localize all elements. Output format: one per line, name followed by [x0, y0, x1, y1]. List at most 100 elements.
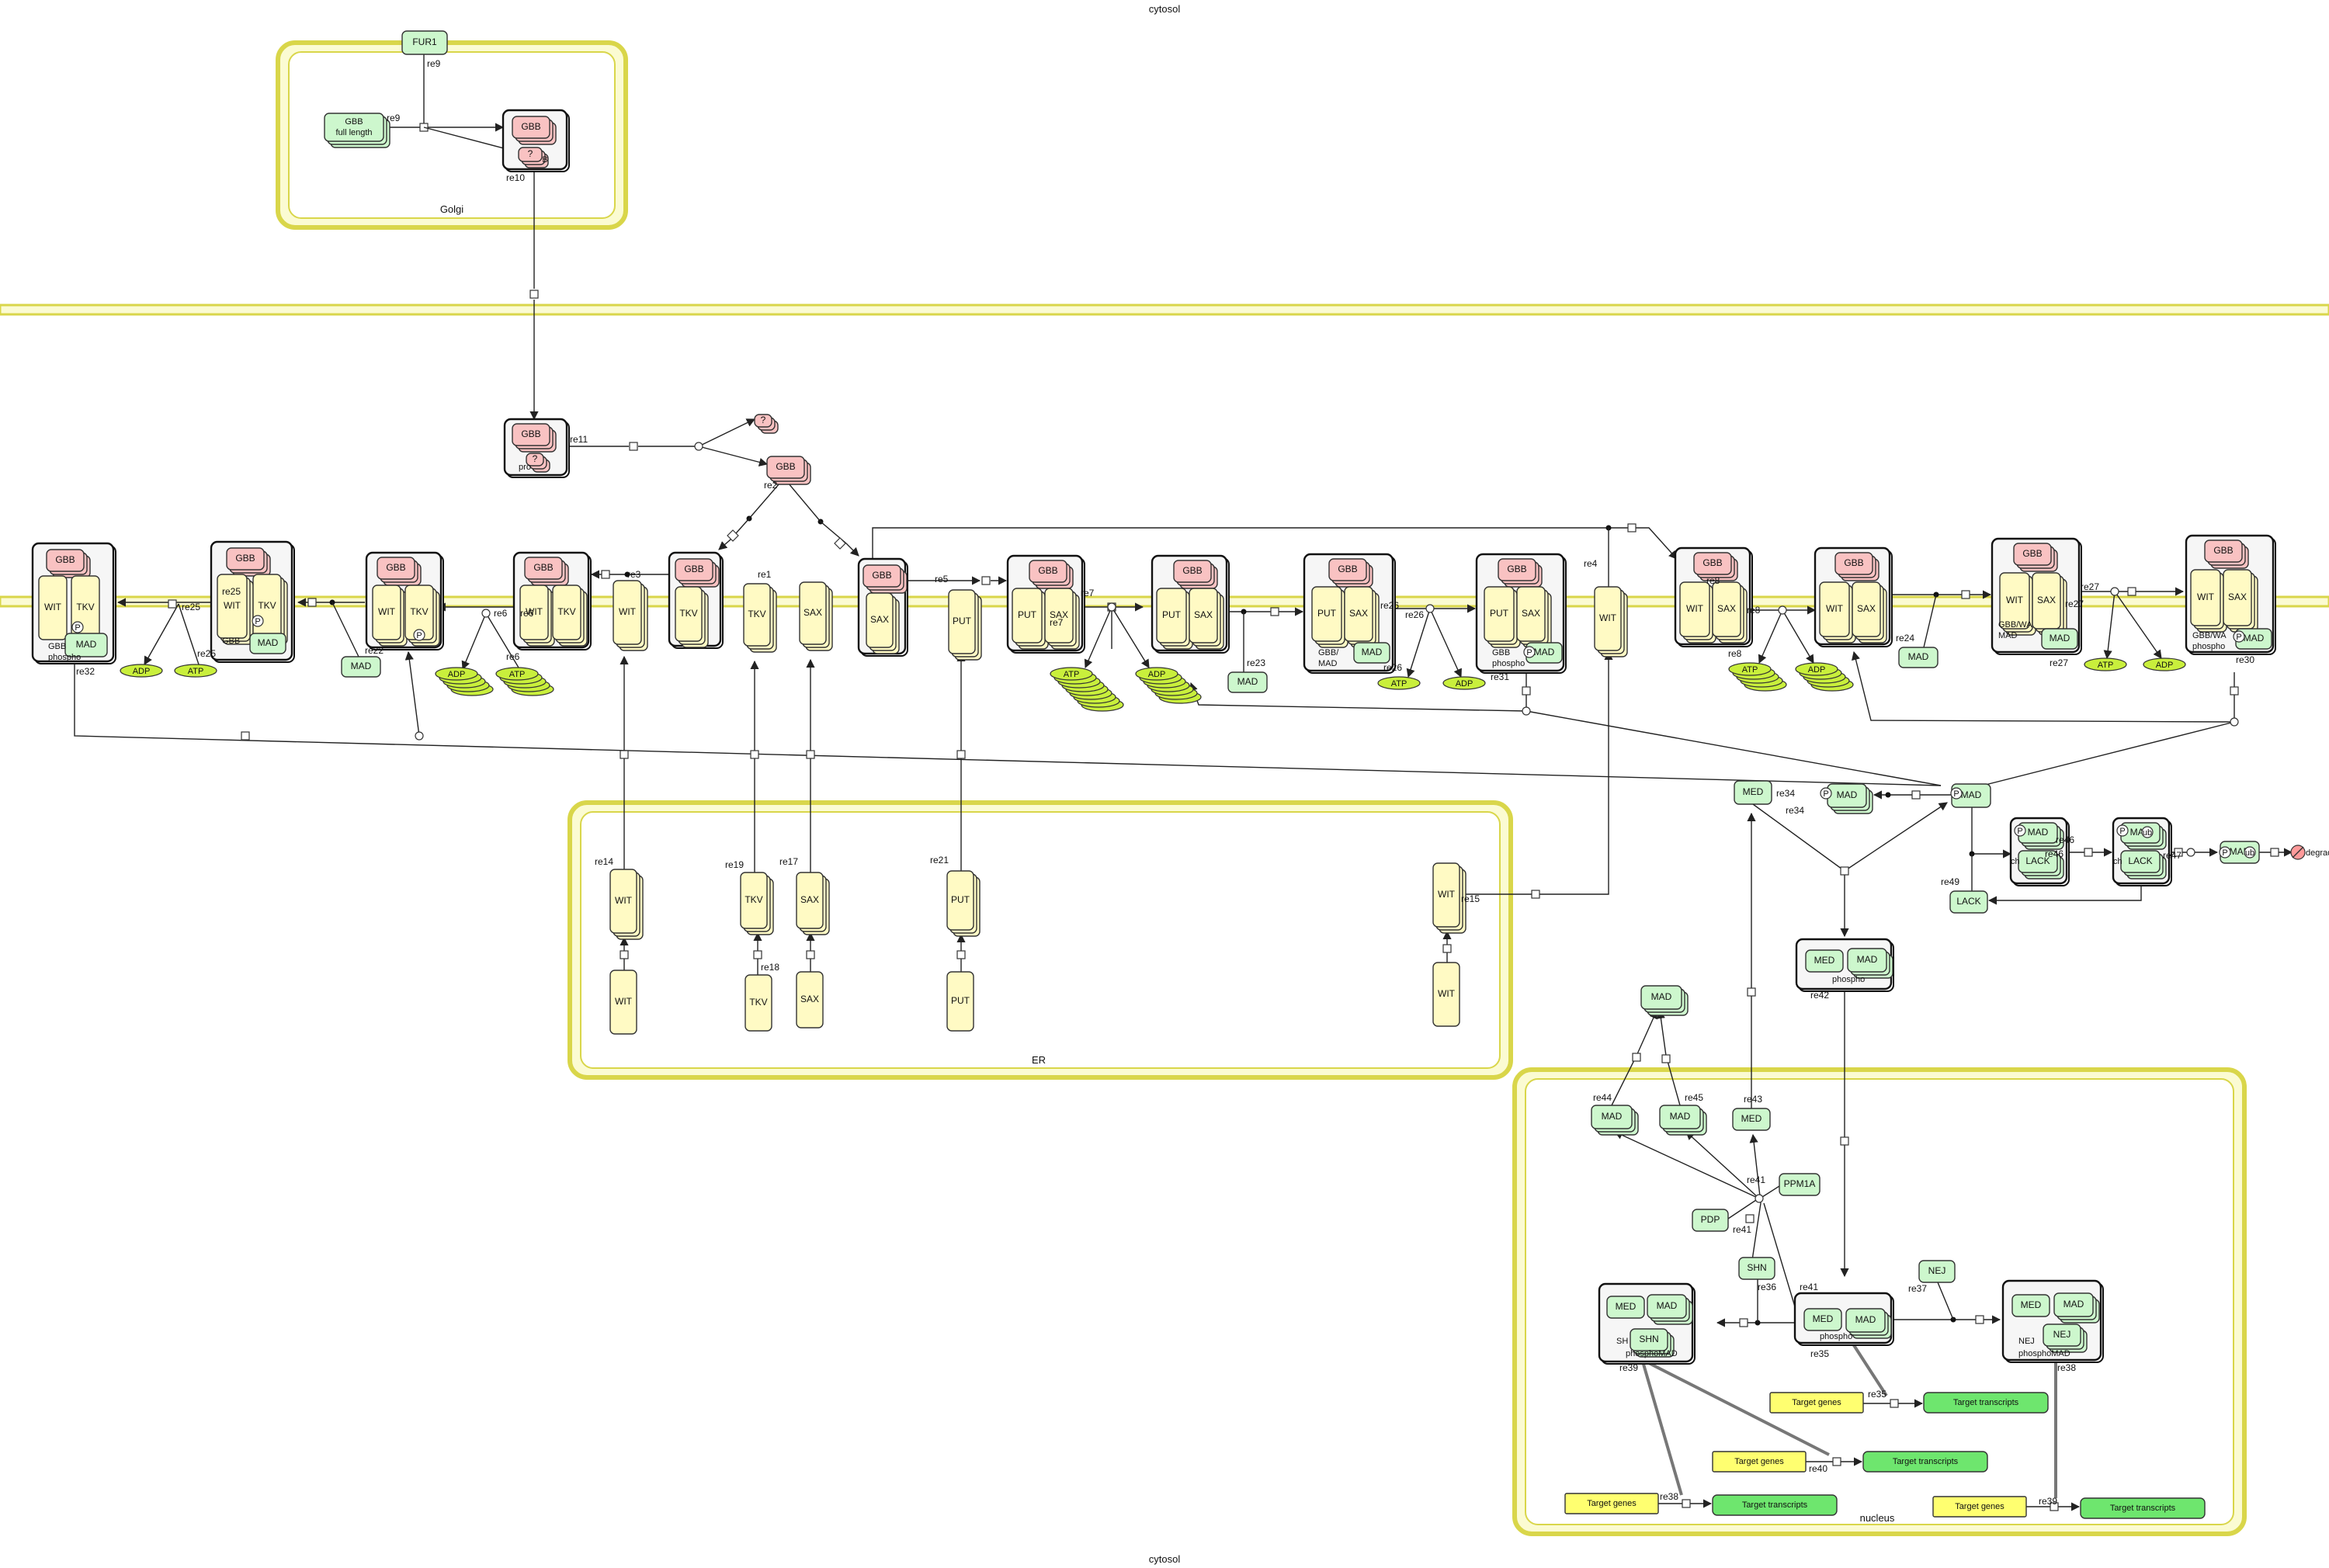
atp-node-26[interactable]: ATP	[1377, 676, 1421, 690]
med-cytosol[interactable]: MED	[1734, 780, 1772, 805]
wit-in-complex-f[interactable]: WIT	[1819, 581, 1856, 644]
tkv-er-new[interactable]: TKV	[745, 974, 772, 1032]
gbb-node-golgi[interactable]: GBB	[512, 116, 557, 145]
wit-er-new[interactable]: WIT	[609, 970, 637, 1035]
wit-er-folded[interactable]: WIT	[609, 869, 644, 940]
gbb-in-complex-1[interactable]: GBB	[46, 549, 91, 578]
wit-in-complex-3[interactable]: WIT	[372, 585, 408, 647]
gbb-in-complex-2[interactable]: GBB	[226, 547, 271, 577]
wit-in-complex-h[interactable]: WIT	[2190, 569, 2227, 633]
wit-er-folded-2[interactable]: WIT	[1432, 862, 1466, 934]
gbb-in-complex-e[interactable]: GBB	[1693, 552, 1738, 581]
sax-in-gbb-complex[interactable]: SAX	[866, 592, 900, 654]
target-genes-1[interactable]: Target genes	[1769, 1392, 1864, 1414]
gbb-in-complex-f[interactable]: GBB	[1834, 552, 1880, 581]
atp-node-1[interactable]: ATP	[174, 664, 217, 678]
gbb-in-complex-g[interactable]: GBB	[2013, 543, 2058, 572]
sax-receptor-free[interactable]: SAX	[799, 581, 833, 651]
atp-node-7[interactable]: ATP	[1050, 667, 1124, 712]
gbb-in-complex-c[interactable]: GBB	[1328, 558, 1373, 588]
mad-in-lack-1[interactable]: MAD	[2018, 822, 2064, 850]
target-genes-2[interactable]: Target genes	[1712, 1451, 1807, 1473]
ppm1a-node[interactable]: PPM1A	[1779, 1173, 1821, 1196]
put-er-folded[interactable]: PUT	[946, 870, 981, 937]
atp-node-6[interactable]: ATP	[495, 667, 554, 696]
pro-domain-node-golgi[interactable]: ?	[518, 147, 549, 168]
lack-free[interactable]: LACK	[1949, 890, 1988, 914]
med-in-shn-complex[interactable]: MED	[1606, 1296, 1645, 1319]
adp-node-6[interactable]: ADP	[435, 667, 494, 696]
wit-in-complex-4[interactable]: WIT	[519, 585, 555, 647]
atp-node-8[interactable]: ATP	[1728, 662, 1787, 692]
tkv-er-folded[interactable]: TKV	[740, 872, 774, 935]
shn-in-complex[interactable]: SHN	[1630, 1328, 1675, 1358]
wit-in-complex-1[interactable]: WIT	[38, 575, 68, 640]
gbb-in-put-complex-b[interactable]: GBB	[1173, 560, 1218, 589]
mad-nucleus-1[interactable]: MAD	[1591, 1105, 1639, 1136]
wit-in-complex-2[interactable]: WIT	[217, 574, 254, 645]
tkv-in-gbb-complex[interactable]: TKV	[675, 586, 709, 648]
target-transcripts-2[interactable]: Target transcripts	[1862, 1451, 1988, 1473]
gbb-in-tkv-complex[interactable]: GBB	[675, 558, 720, 588]
nej-in-complex[interactable]: NEJ	[2043, 1323, 2088, 1353]
lack-in-complex-2[interactable]: LACK	[2120, 850, 2167, 879]
med-in-nej-complex[interactable]: MED	[2011, 1294, 2050, 1317]
tkv-receptor-free[interactable]: TKV	[743, 583, 777, 653]
mad-in-nej-complex[interactable]: MAD	[2053, 1292, 2100, 1323]
sax-in-complex-h[interactable]: SAX	[2223, 569, 2258, 633]
wit-receptor-node[interactable]: WIT	[613, 580, 648, 651]
med-in-cyto-complex[interactable]: MED	[1805, 949, 1844, 973]
target-transcripts-3[interactable]: Target transcripts	[1712, 1494, 1838, 1516]
sax-in-complex-b[interactable]: SAX	[1189, 588, 1224, 650]
pdp-node[interactable]: PDP	[1692, 1209, 1729, 1232]
phosphomad-trimer[interactable]: MAD	[1827, 783, 1873, 814]
put-in-complex-d[interactable]: PUT	[1484, 586, 1521, 648]
mad-nucleus-export[interactable]: MAD	[1640, 985, 1689, 1016]
fur1-node[interactable]: FUR1	[401, 30, 448, 55]
adp-node-1[interactable]: ADP	[120, 664, 163, 678]
nej-free[interactable]: NEJ	[1918, 1260, 1956, 1283]
sax-in-complex-e[interactable]: SAX	[1712, 581, 1748, 644]
wit-receptor-re4[interactable]: WIT	[1594, 586, 1628, 657]
pro-domain-node-cytosol[interactable]: ?	[526, 453, 550, 473]
gbb-in-complex-d[interactable]: GBB	[1498, 558, 1543, 588]
wit-in-complex-g[interactable]: WIT	[1999, 572, 2036, 636]
med-in-nuc-complex[interactable]: MED	[1803, 1308, 1842, 1331]
atp-node-27[interactable]: ATP	[2084, 657, 2127, 671]
mad-in-complex-c[interactable]: MAD	[1353, 642, 1390, 664]
gbb-in-complex-h[interactable]: GBB	[2204, 539, 2249, 569]
mad-in-complex-g[interactable]: MAD	[2041, 628, 2078, 650]
gbb-in-complex-4[interactable]: GBB	[524, 557, 569, 586]
gbb-node-cytosol[interactable]: GBB	[512, 423, 557, 453]
sax-in-complex-f[interactable]: SAX	[1852, 581, 1887, 644]
mad-node-re23[interactable]: MAD	[1227, 671, 1268, 693]
mad-in-complex-h[interactable]: MAD	[2235, 628, 2272, 650]
sax-in-complex-c[interactable]: SAX	[1344, 586, 1380, 648]
tkv-in-complex-4[interactable]: TKV	[552, 585, 588, 647]
gbb-in-sax-complex[interactable]: GBB	[863, 564, 908, 594]
put-er-new[interactable]: PUT	[946, 971, 974, 1032]
med-nucleus-export[interactable]: MED	[1732, 1108, 1771, 1131]
free-gbb-node[interactable]: GBB	[766, 456, 811, 485]
adp-node-7[interactable]: ADP	[1135, 667, 1202, 704]
adp-node-27[interactable]: ADP	[2143, 657, 2186, 671]
sax-er-folded[interactable]: SAX	[796, 872, 830, 935]
gbb-in-put-complex-a[interactable]: GBB	[1029, 560, 1074, 589]
put-in-complex-b[interactable]: PUT	[1156, 588, 1193, 650]
sax-er-new[interactable]: SAX	[796, 971, 824, 1029]
sax-in-complex-d[interactable]: SAX	[1516, 586, 1552, 648]
target-transcripts-1[interactable]: Target transcripts	[1923, 1392, 2049, 1414]
wit-in-complex-e[interactable]: WIT	[1679, 581, 1716, 644]
mad-in-nuc-complex[interactable]: MAD	[1845, 1308, 1892, 1339]
mad-nucleus-2[interactable]: MAD	[1659, 1105, 1707, 1136]
mad-in-complex-2[interactable]: MAD	[249, 633, 286, 654]
put-in-complex-c[interactable]: PUT	[1311, 586, 1348, 648]
wit-er-new-2[interactable]: WIT	[1432, 962, 1460, 1027]
gbb-in-complex-3[interactable]: GBB	[377, 557, 422, 586]
sax-in-complex-a[interactable]: SAX	[1044, 588, 1080, 650]
mad-in-complex-d[interactable]: MAD	[1525, 642, 1563, 664]
adp-node-26[interactable]: ADP	[1442, 676, 1486, 690]
mad-in-shn-complex[interactable]: MAD	[1647, 1294, 1693, 1325]
target-genes-3[interactable]: Target genes	[1564, 1493, 1659, 1514]
